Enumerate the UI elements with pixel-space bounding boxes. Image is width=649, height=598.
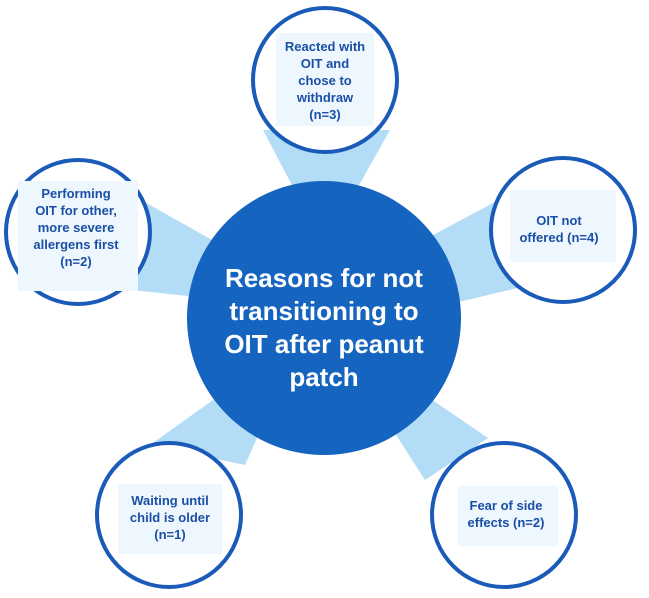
center-title: Reasons for not transitioning to OIT aft… (186, 262, 462, 394)
center-title-line: transitioning to (229, 296, 419, 326)
center-circle (187, 181, 461, 455)
reason-line: offered (n=4) (519, 230, 599, 245)
label-bg-side-effects (458, 486, 558, 546)
reason-line: child is older (129, 510, 211, 525)
reason-count: (n=2) (60, 254, 92, 269)
reason-count: (n=1) (154, 527, 186, 542)
center-title-line: Reasons for not (225, 263, 423, 293)
reason-line: Fear of side (469, 498, 543, 513)
reason-line: more severe (37, 220, 115, 235)
reason-line: Waiting until (131, 493, 209, 508)
reason-other-allergens: Performing OIT for other, more severe al… (5, 185, 147, 270)
reason-child-older: Waiting until child is older (n=1) (112, 492, 228, 543)
center-title-line: OIT after peanut (224, 329, 424, 359)
reason-count: (n=3) (309, 107, 341, 122)
reason-line: withdraw (296, 90, 354, 105)
reason-not-offered: OIT not offered (n=4) (505, 212, 613, 246)
reason-line: OIT and (300, 56, 350, 71)
label-bg-reacted-withdraw (276, 33, 374, 126)
label-bg-child-older (118, 484, 222, 554)
label-bg-not-offered (510, 190, 616, 262)
reason-line: effects (n=2) (467, 515, 545, 530)
reason-line: Performing (41, 186, 111, 201)
label-bg-other-allergens (18, 181, 138, 291)
reason-line: Reacted with (284, 39, 366, 54)
reason-side-effects: Fear of side effects (n=2) (455, 497, 557, 531)
reason-line: OIT for other, (35, 203, 117, 218)
reason-line: OIT not (536, 213, 582, 228)
reason-line: chose to (298, 73, 352, 88)
center-title-line: patch (289, 362, 359, 392)
reason-line: allergens first (33, 237, 119, 252)
reason-reacted-withdraw: Reacted with OIT and chose to withdraw (… (273, 38, 377, 123)
